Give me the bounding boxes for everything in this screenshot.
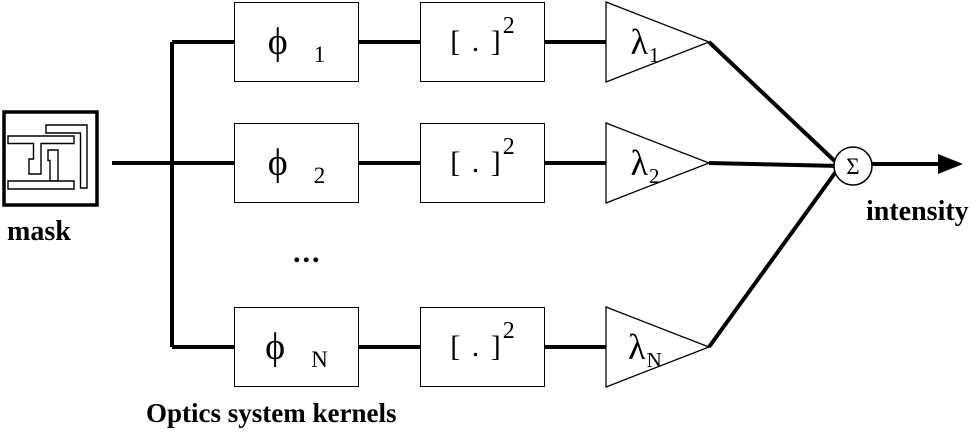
- square-law-box-n: [ . ] 2: [420, 307, 545, 387]
- wire-row2-to-sum: [708, 161, 841, 168]
- phi-subscript: 2: [313, 162, 326, 188]
- sum-node: [833, 146, 873, 186]
- gain-triangle-n: [605, 306, 711, 388]
- kernel-box-2: ϕ 2: [234, 123, 359, 203]
- mask-element: [2, 110, 99, 207]
- phi-subscript: N: [311, 346, 328, 372]
- kernel-box-n: ϕ N: [234, 307, 359, 387]
- phi-symbol: ϕ: [267, 21, 288, 63]
- mask-pattern-icon: [7, 124, 88, 190]
- lambda-symbol: λ: [630, 22, 648, 62]
- mask-label: mask: [7, 216, 71, 247]
- kernels-caption: Optics system kernels: [146, 398, 397, 428]
- ellipsis: ...: [293, 236, 322, 269]
- signal-lines: [112, 40, 942, 349]
- lambda-subscript: 1: [648, 42, 660, 67]
- square-law-box-1: [ . ] 2: [420, 2, 545, 82]
- lambda-symbol: λ: [628, 327, 646, 367]
- lambda-subscript: 2: [648, 163, 660, 188]
- square-base: [ . ]: [450, 330, 503, 363]
- square-exponent: 2: [502, 13, 515, 39]
- square-base: [ . ]: [450, 146, 503, 179]
- lambda-symbol: λ: [630, 143, 648, 183]
- phi-subscript: 1: [313, 41, 326, 67]
- lambda-subscript: N: [646, 347, 662, 372]
- phi-symbol: ϕ: [267, 142, 288, 184]
- gain-triangle-1: [605, 1, 711, 83]
- sum-symbol: Σ: [846, 154, 860, 179]
- square-exponent: 2: [502, 318, 515, 344]
- intensity-label: intensity: [866, 196, 969, 227]
- square-law-box-2: [ . ] 2: [420, 123, 545, 203]
- gain-label-1: λ 1: [608, 2, 682, 82]
- wire-row3-to-sum: [707, 164, 842, 349]
- gain-label-n: λ N: [608, 307, 682, 387]
- phi-symbol: ϕ: [265, 326, 286, 368]
- gain-label-2: λ 2: [608, 123, 682, 203]
- gain-triangles: [605, 1, 711, 388]
- wire-row1-to-sum: [707, 40, 842, 168]
- output-arrowhead-icon: [938, 154, 963, 174]
- square-base: [ . ]: [450, 25, 503, 58]
- kernel-box-1: ϕ 1: [234, 2, 359, 82]
- square-exponent: 2: [502, 134, 515, 160]
- gain-triangle-2: [605, 122, 711, 204]
